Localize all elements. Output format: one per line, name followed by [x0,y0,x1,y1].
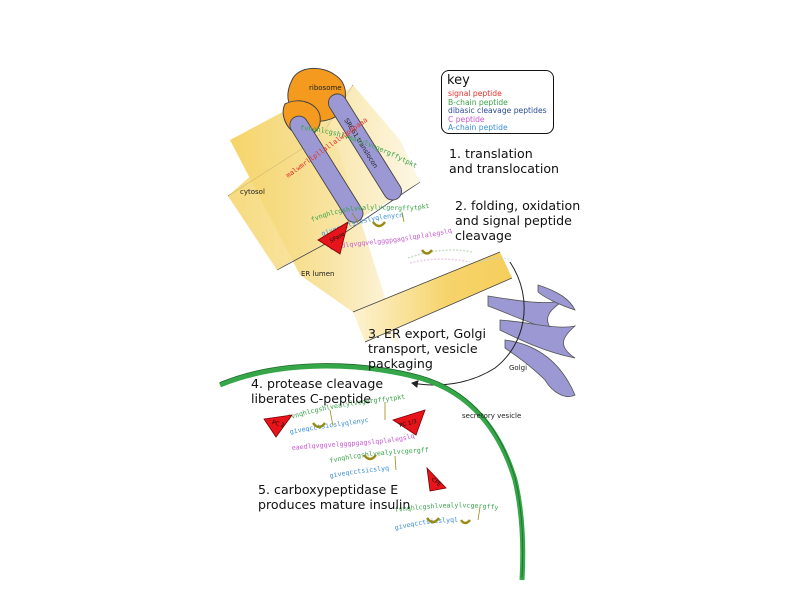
transit-proinsulin [407,249,513,264]
step-2-line-2: and signal peptide [455,213,572,228]
legend-item-dibasic: dibasic cleavage peptides [448,106,547,115]
step-3-line-2: transport, vesicle [368,341,478,356]
step-5-line-2: produces mature insulin [258,497,411,512]
step-4-label: 4. protease cleavage liberates C-peptide [251,376,383,406]
step-3-line-3: packaging [368,356,433,371]
disulfide-links [329,211,481,521]
legend-item-signal-peptide: signal peptide [448,89,502,98]
pc13-label: PC 1/3 [399,419,418,430]
golgi-label: Golgi [509,364,527,372]
er-lumen-label: ER lumen [301,270,334,278]
step-3-line-1: 3. ER export, Golgi [368,326,486,341]
step-5-line-1: 5. carboxypeptidase E [258,482,399,497]
legend-key: key signal peptide B-chain peptide dibas… [441,70,554,134]
legend-item-c-peptide: C peptide [448,114,485,124]
step-2-line-1: 2. folding, oxidation [455,198,581,213]
step-1-label: 1. translation and translocation [449,146,559,176]
legend-item-b-chain: B-chain peptide [448,97,508,107]
cpe-label: CPE [430,477,442,489]
disulfide-bonds [312,221,471,525]
cytosol-label: cytosol [240,188,265,196]
pc2-protease: PC 2 [263,414,293,438]
step-2-label: 2. folding, oxidation and signal peptide… [455,198,580,243]
pc2-label: PC 2 [271,420,285,429]
step-5-label: 5. carboxypeptidase E produces mature in… [258,482,410,512]
b-chain-mature-seq: fvnqhlcgshlvealylvcgergffytpkt [0,0,499,514]
legend-item-a-chain: A-chain peptide [448,123,508,132]
cpe-protease: CPE [426,466,447,492]
step-3-label: 3. ER export, Golgi transport, vesicle p… [368,326,486,371]
pc13-protease: PC 1/3 [392,409,426,436]
vesicle-peptides: fvnqhlcgshlvealylvcgergffytpkt giveqccts… [0,0,499,532]
signal-peptidase: SPase [317,221,349,255]
step-2-line-3: cleavage [455,228,512,243]
legend-title: key [447,73,470,88]
svg-text:fvnqhlcgshlvealylvcgergffytpkt: fvnqhlcgshlvealylvcgergffytpkt [0,0,499,514]
step-4-line-1: 4. protease cleavage [251,376,384,391]
step-1-line-1: 1. translation [449,146,533,161]
step-4-line-2: liberates C-peptide [251,391,372,406]
ribosome-label: ribosome [309,84,342,92]
step-1-line-2: and translocation [449,161,560,176]
golgi-apparatus [487,284,577,397]
er-export-membrane [352,251,513,343]
secretory-vesicle-label: secretory vesicle [462,412,521,420]
